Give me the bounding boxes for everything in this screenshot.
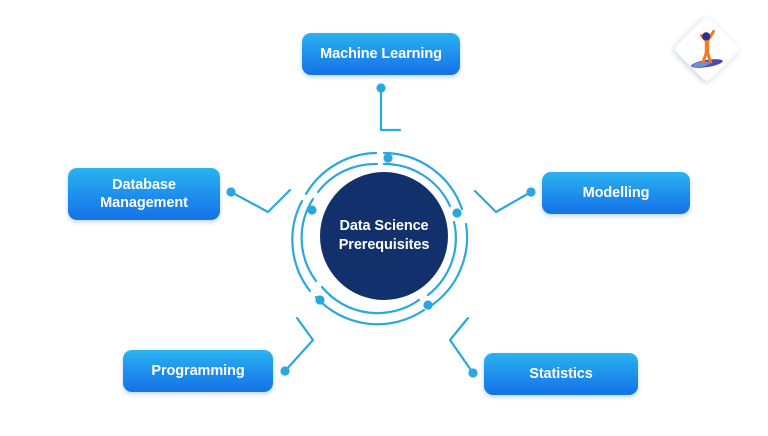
- connector-dot-database-management-outer: [226, 187, 236, 197]
- node-statistics[interactable]: Statistics: [484, 353, 638, 395]
- node-programming-label: Programming: [151, 362, 245, 379]
- node-machine-learning[interactable]: Machine Learning: [302, 33, 460, 75]
- connector-dot-machine-learning-ring: [383, 153, 393, 163]
- node-modelling[interactable]: Modelling: [542, 172, 690, 214]
- connector-dot-programming-ring: [315, 295, 325, 305]
- connector-dot-programming-outer: [280, 366, 290, 376]
- connector-dot-modelling-ring: [452, 208, 462, 218]
- node-modelling-label: Modelling: [582, 184, 650, 201]
- connector-machine-learning: [379, 86, 402, 132]
- connector-database-management: [229, 188, 292, 214]
- node-database-management-label-line2: Management: [100, 195, 188, 211]
- hub-title-line1: Data Science: [339, 218, 429, 235]
- hub-title-line2: Prerequisites: [338, 237, 430, 253]
- person-on-surfboard-icon: [691, 30, 723, 68]
- connector-dot-statistics-outer: [468, 368, 478, 378]
- brand-logo-diamond[interactable]: [673, 15, 741, 83]
- node-machine-learning-label: Machine Learning: [320, 45, 442, 62]
- hub-circle[interactable]: Data Science Prerequisites: [320, 172, 448, 300]
- connector-programming: [283, 316, 315, 373]
- connector-statistics: [448, 316, 475, 375]
- connector-dot-machine-learning-outer: [376, 83, 386, 93]
- connector-dot-statistics-ring: [423, 300, 433, 310]
- connector-dot-database-management-ring: [307, 205, 317, 215]
- connector-dot-modelling-outer: [526, 187, 536, 197]
- node-programming[interactable]: Programming: [123, 350, 273, 392]
- outer-ring: [291, 151, 469, 326]
- node-database-management[interactable]: Database Management: [68, 168, 220, 220]
- node-statistics-label: Statistics: [529, 365, 593, 382]
- connector-modelling: [473, 189, 533, 214]
- node-database-management-label-line1: Database: [112, 176, 176, 193]
